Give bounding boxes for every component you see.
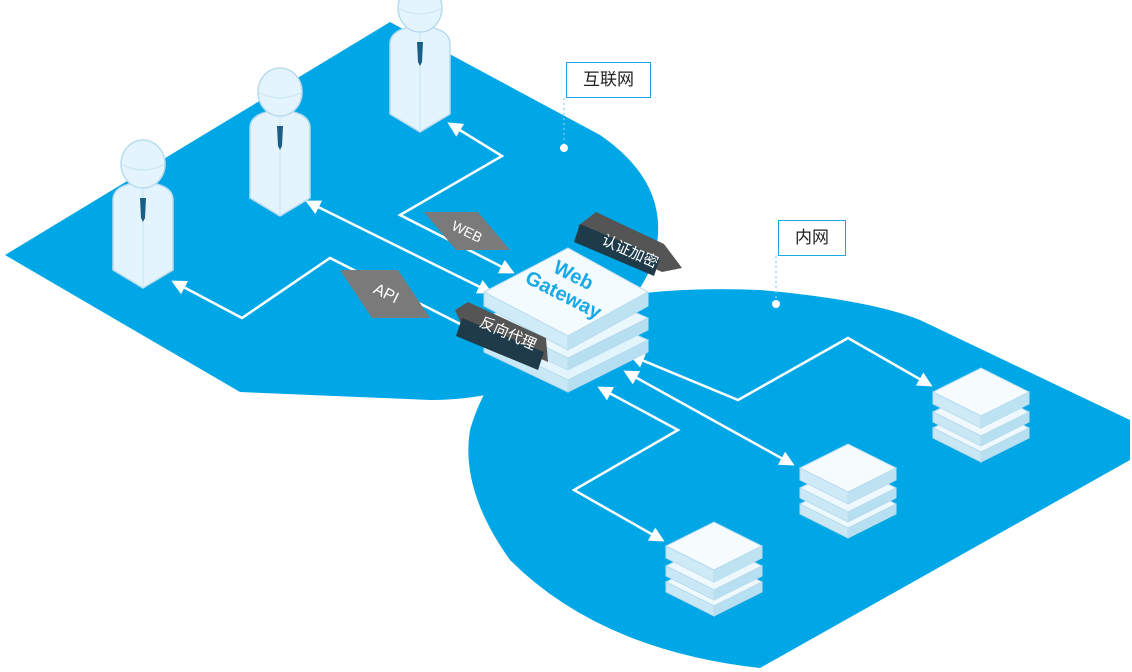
intranet-callout-marker bbox=[772, 256, 780, 308]
web-tag: WEB bbox=[424, 212, 510, 250]
api-tag: API bbox=[340, 270, 430, 318]
user-icon bbox=[112, 139, 174, 289]
arrow-user-middle bbox=[305, 200, 493, 294]
user-icon bbox=[389, 0, 451, 133]
internet-callout-marker bbox=[560, 98, 568, 152]
user-icon bbox=[249, 67, 311, 217]
arrow-server-left bbox=[571, 386, 681, 542]
intranet-zone-label: 内网 bbox=[778, 220, 846, 256]
internet-zone-label: 互联网 bbox=[566, 62, 651, 98]
